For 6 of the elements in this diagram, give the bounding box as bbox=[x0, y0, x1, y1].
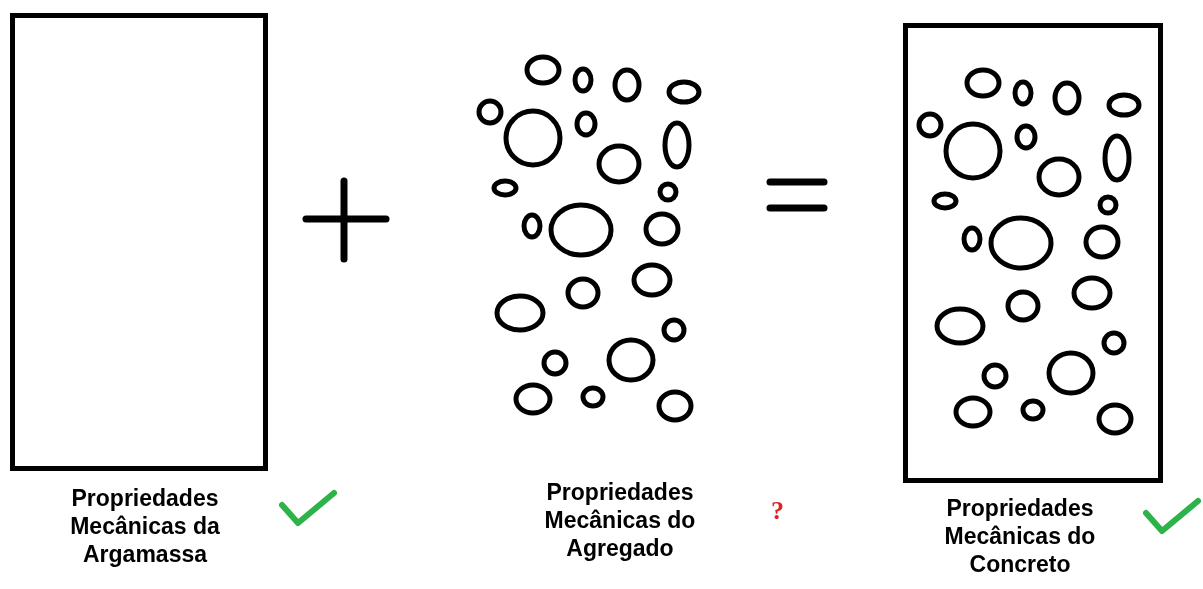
empty-rectangle bbox=[10, 13, 268, 471]
node-label: Propriedades Mecânicas da Argamassa bbox=[69, 484, 221, 568]
node-label: Propriedades Mecânicas do Agregado bbox=[543, 478, 697, 562]
question-mark: ? bbox=[771, 496, 784, 526]
node-label: Propriedades Mecânicas do Concreto bbox=[943, 494, 1097, 578]
circles-in-rectangle-drawing bbox=[903, 23, 1163, 483]
